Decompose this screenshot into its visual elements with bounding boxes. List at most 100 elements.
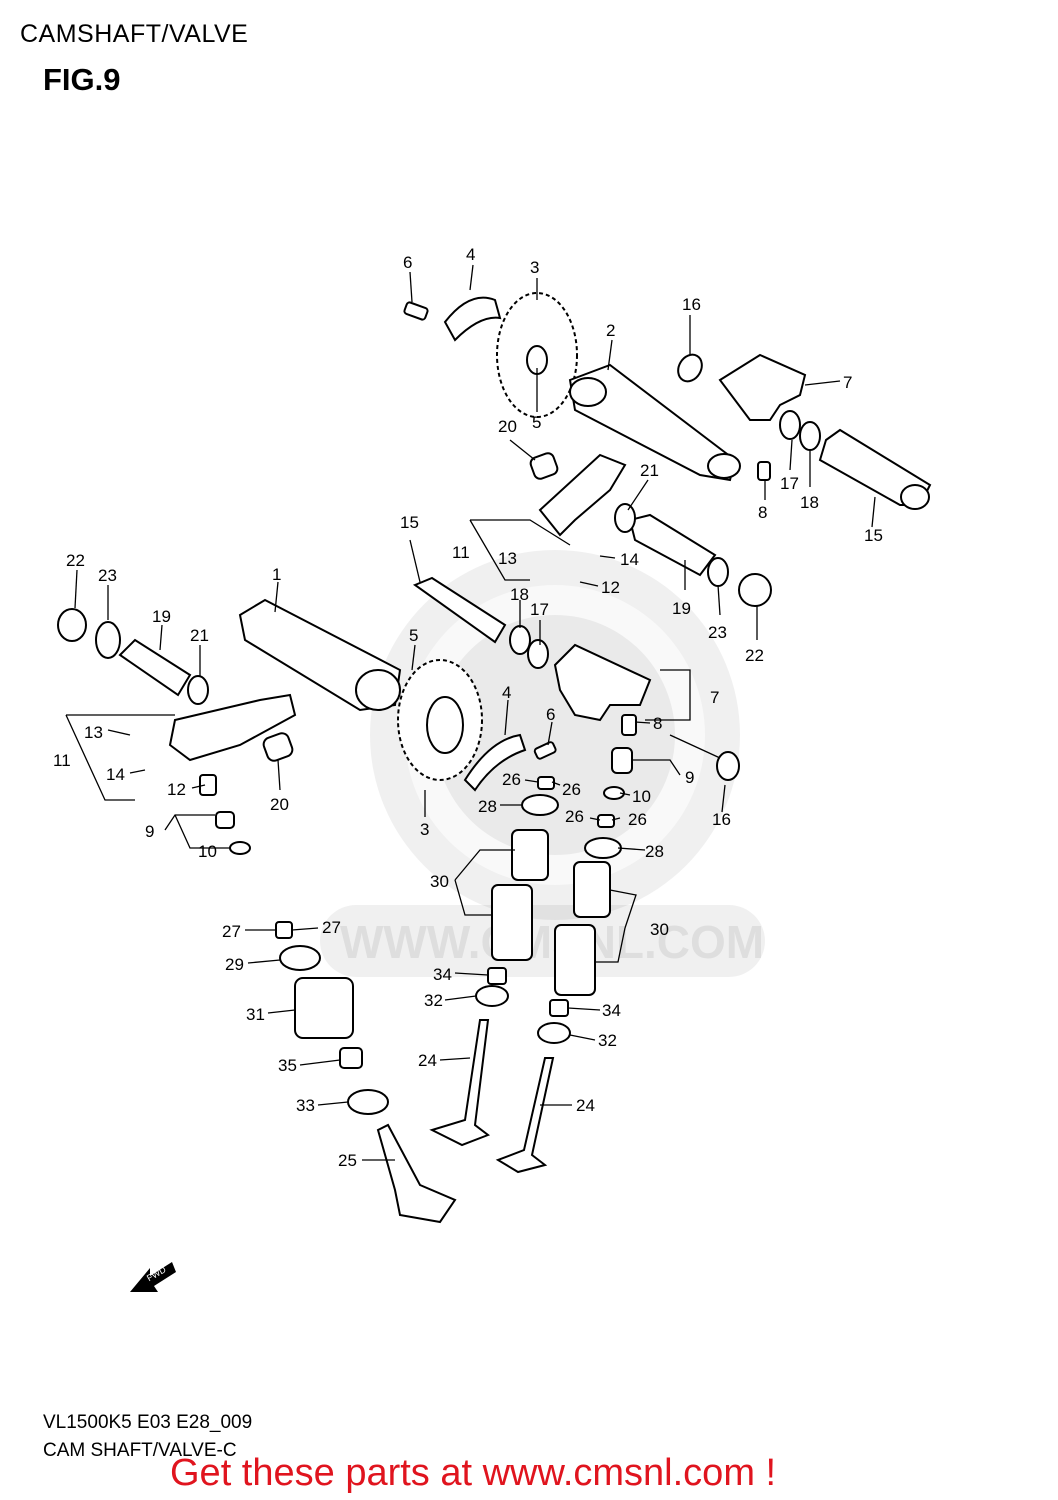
callout-c24a: 24 xyxy=(418,1051,437,1070)
callout-c4a: 4 xyxy=(466,245,475,264)
callout-c17b: 17 xyxy=(530,600,549,619)
callout-c15a: 15 xyxy=(864,526,883,545)
rocker-arm-part xyxy=(538,453,627,537)
callout-c23a: 23 xyxy=(708,623,727,642)
callout-c14b: 14 xyxy=(106,765,125,784)
callout-c32b: 32 xyxy=(598,1031,617,1050)
callout-c27b: 27 xyxy=(322,918,341,937)
camshaft-part xyxy=(238,598,402,712)
rocker-arm-part xyxy=(168,693,297,762)
callout-c6b: 6 xyxy=(546,705,555,724)
leader-lines xyxy=(65,264,876,1161)
callout-c18b: 18 xyxy=(510,585,529,604)
rocker-shaft-part xyxy=(118,638,209,705)
valve-cotter-parts xyxy=(275,776,615,939)
bolt-part xyxy=(403,301,429,321)
callout-c29: 29 xyxy=(225,955,244,974)
callout-c21a: 21 xyxy=(640,461,659,480)
callout-c1: 1 xyxy=(272,565,281,584)
callout-c10a: 10 xyxy=(198,842,217,861)
callout-c17a: 17 xyxy=(780,474,799,493)
callout-c21b: 21 xyxy=(190,626,209,645)
callout-c28b: 28 xyxy=(645,842,664,861)
callout-c22b: 22 xyxy=(66,551,85,570)
callout-c12b: 12 xyxy=(167,780,186,799)
callout-c24b: 24 xyxy=(576,1096,595,1115)
valve-spring-parts xyxy=(294,829,611,1039)
callout-c33: 33 xyxy=(296,1096,315,1115)
callout-c27a: 27 xyxy=(222,922,241,941)
callout-c26b: 26 xyxy=(562,780,581,799)
cam-sprocket-part xyxy=(397,659,483,781)
callout-labels: 6 4 3 16 2 7 20 5 17 18 8 15 21 15 11 13… xyxy=(53,245,883,1170)
callout-c7a: 7 xyxy=(843,373,852,392)
callout-c12a: 12 xyxy=(601,578,620,597)
washer-part xyxy=(677,353,703,383)
cap-part xyxy=(57,608,121,659)
rocker-shaft-part xyxy=(614,503,772,607)
callout-c22a: 22 xyxy=(745,646,764,665)
callout-c25: 25 xyxy=(338,1151,357,1170)
promo-link-text[interactable]: Get these parts at www.cmsnl.com ! xyxy=(170,1452,777,1494)
forward-direction-arrow: FWD xyxy=(130,1262,176,1292)
cam-sprocket-part xyxy=(496,292,578,418)
diagram-name: CAM SHAFT/VALVE-C xyxy=(43,1440,237,1461)
callout-c7b: 7 xyxy=(710,688,719,707)
shim-parts xyxy=(757,410,821,481)
callout-c9a: 9 xyxy=(145,822,154,841)
callout-c20a: 20 xyxy=(498,417,517,436)
callout-c32a: 32 xyxy=(424,991,443,1010)
diagram-code: VL1500K5 E03 E28_009 xyxy=(43,1412,253,1433)
page-title: CAMSHAFT/VALVE xyxy=(20,20,249,48)
rocker-shaft-part xyxy=(412,576,549,669)
callout-c14a: 14 xyxy=(620,550,639,569)
callout-c34a: 34 xyxy=(433,965,452,984)
callout-c16b: 16 xyxy=(712,810,731,829)
callout-c23b: 23 xyxy=(98,566,117,585)
callout-c13a: 13 xyxy=(498,549,517,568)
rocker-arm-part xyxy=(718,353,807,421)
sprocket-guide-part xyxy=(463,733,557,792)
callout-c31: 31 xyxy=(246,1005,265,1024)
figure-number: FIG.9 xyxy=(43,62,121,97)
callout-c19b: 19 xyxy=(152,607,171,626)
callout-c2: 2 xyxy=(606,321,615,340)
valve-retainer-parts xyxy=(279,794,622,971)
callout-c28a: 28 xyxy=(478,797,497,816)
gasket-part xyxy=(262,732,294,762)
callout-c5b: 5 xyxy=(409,626,418,645)
callout-c13b: 13 xyxy=(84,723,103,742)
callout-c4b: 4 xyxy=(502,683,511,702)
adjuster-part xyxy=(199,747,740,855)
callout-c16a: 16 xyxy=(682,295,701,314)
callout-c34b: 34 xyxy=(602,1001,621,1020)
gasket-part xyxy=(529,452,559,480)
sprocket-guide-part xyxy=(443,296,502,342)
callout-c3b: 3 xyxy=(420,820,429,839)
callout-c35: 35 xyxy=(278,1056,297,1075)
watermark-text: WWW.CMSNL.COM xyxy=(340,916,764,968)
callout-c19a: 19 xyxy=(672,599,691,618)
callout-c30b: 30 xyxy=(650,920,669,939)
rocker-shaft-part xyxy=(818,428,932,510)
callout-c11a: 11 xyxy=(452,543,470,562)
callout-c3a: 3 xyxy=(530,258,539,277)
camshaft-part xyxy=(568,363,741,482)
callout-c9b: 9 xyxy=(685,768,694,787)
callout-c15b: 15 xyxy=(400,513,419,532)
callout-c10b: 10 xyxy=(632,787,651,806)
valve-parts xyxy=(376,1019,555,1224)
callout-c8b: 8 xyxy=(653,714,662,733)
callout-c6a: 6 xyxy=(403,253,412,272)
callout-c26c: 26 xyxy=(565,807,584,826)
callout-c8a: 8 xyxy=(758,503,767,522)
callout-c26d: 26 xyxy=(628,810,647,829)
callout-c18a: 18 xyxy=(800,493,819,512)
callout-c26a: 26 xyxy=(502,770,521,789)
callout-c5a: 5 xyxy=(532,413,541,432)
callout-c11b: 11 xyxy=(53,751,71,770)
rocker-arm-part xyxy=(553,643,652,736)
callout-c20b: 20 xyxy=(270,795,289,814)
callout-c30a: 30 xyxy=(430,872,449,891)
